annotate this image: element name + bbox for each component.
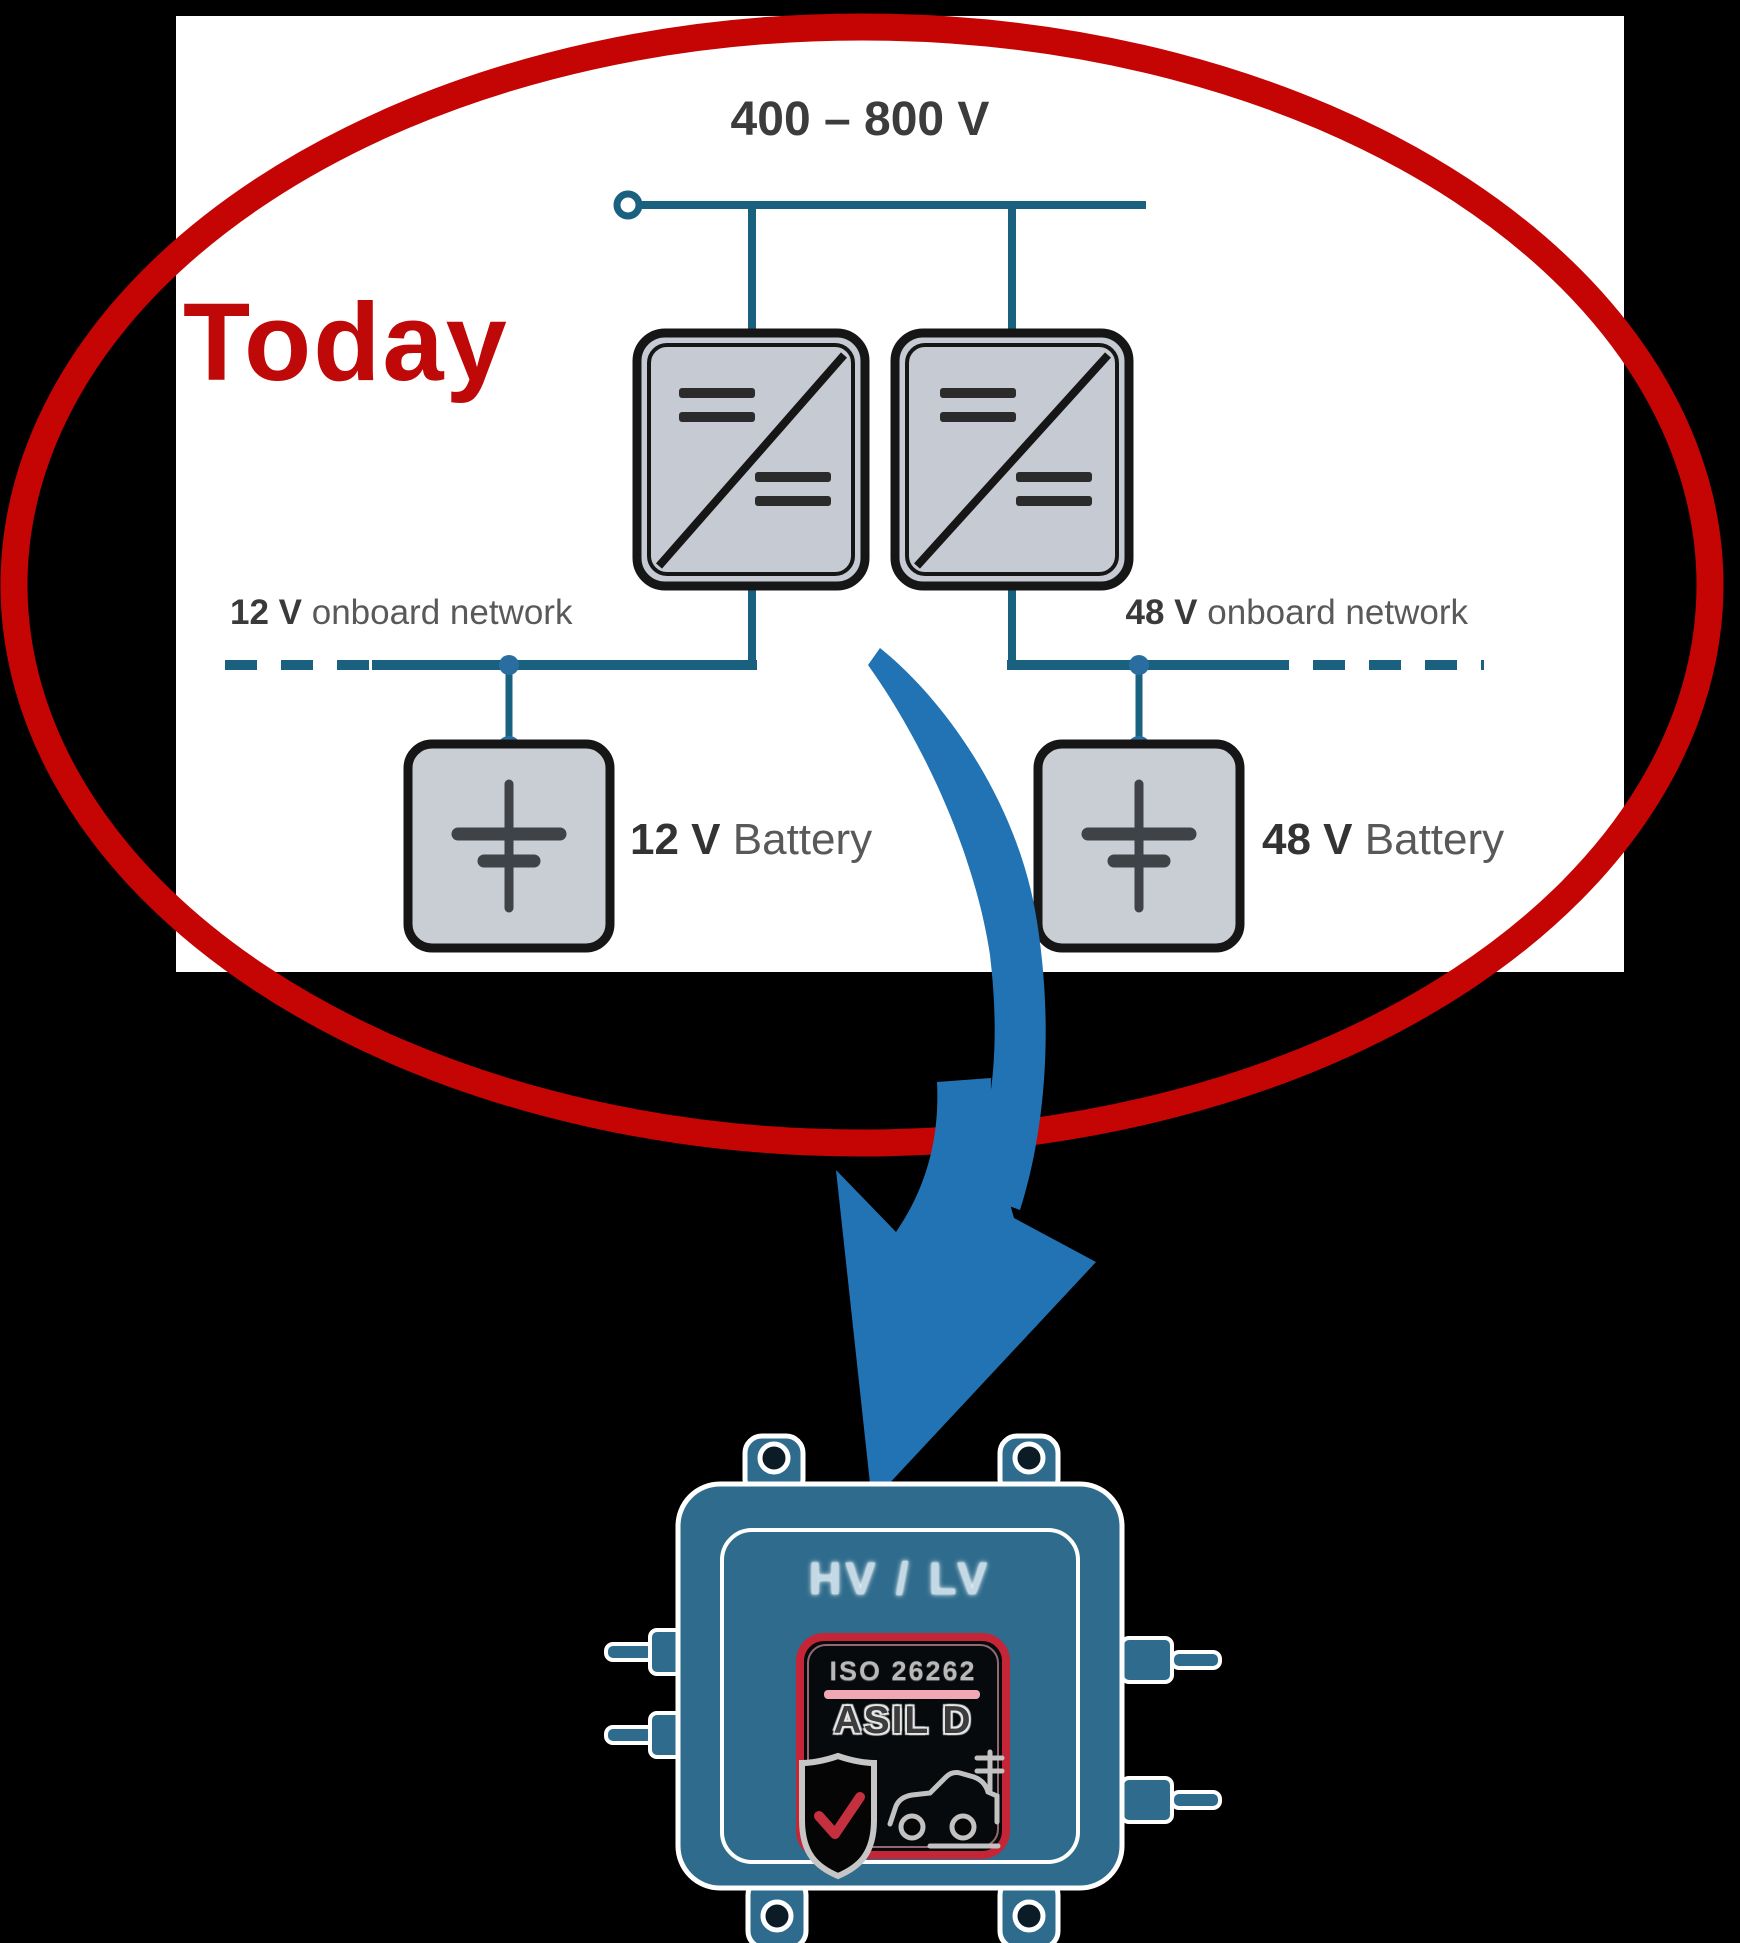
today-label: Today — [183, 281, 509, 404]
chip-title: HV / LV — [808, 1553, 992, 1604]
battery-label-12v: 12 V Battery — [630, 818, 872, 862]
asil-level-label: ASIL D — [833, 1699, 973, 1742]
network-name-48v: onboard network — [1207, 593, 1468, 632]
network-voltage-12v: 12 V — [230, 593, 302, 632]
ev-car-charging-icon — [887, 1749, 1005, 1849]
iso-underline — [824, 1690, 980, 1699]
network-label-12v: 12 V onboard network — [230, 595, 572, 630]
network-label-48v: 48 V onboard network — [1020, 595, 1468, 630]
iso-standard-label: ISO 26262 — [829, 1656, 977, 1686]
network-name-12v: onboard network — [311, 593, 573, 632]
battery-name-12v: Battery — [732, 815, 873, 864]
network-voltage-48v: 48 V — [1125, 593, 1198, 632]
battery-voltage-12v: 12 V — [630, 815, 721, 864]
battery-name-48v: Battery — [1364, 815, 1505, 864]
battery-voltage-48v: 48 V — [1262, 815, 1353, 864]
battery-label-48v: 48 V Battery — [1262, 818, 1504, 862]
hv-bus-voltage-label: 400 – 800 V — [730, 93, 990, 146]
shield-check-icon — [799, 1752, 877, 1880]
